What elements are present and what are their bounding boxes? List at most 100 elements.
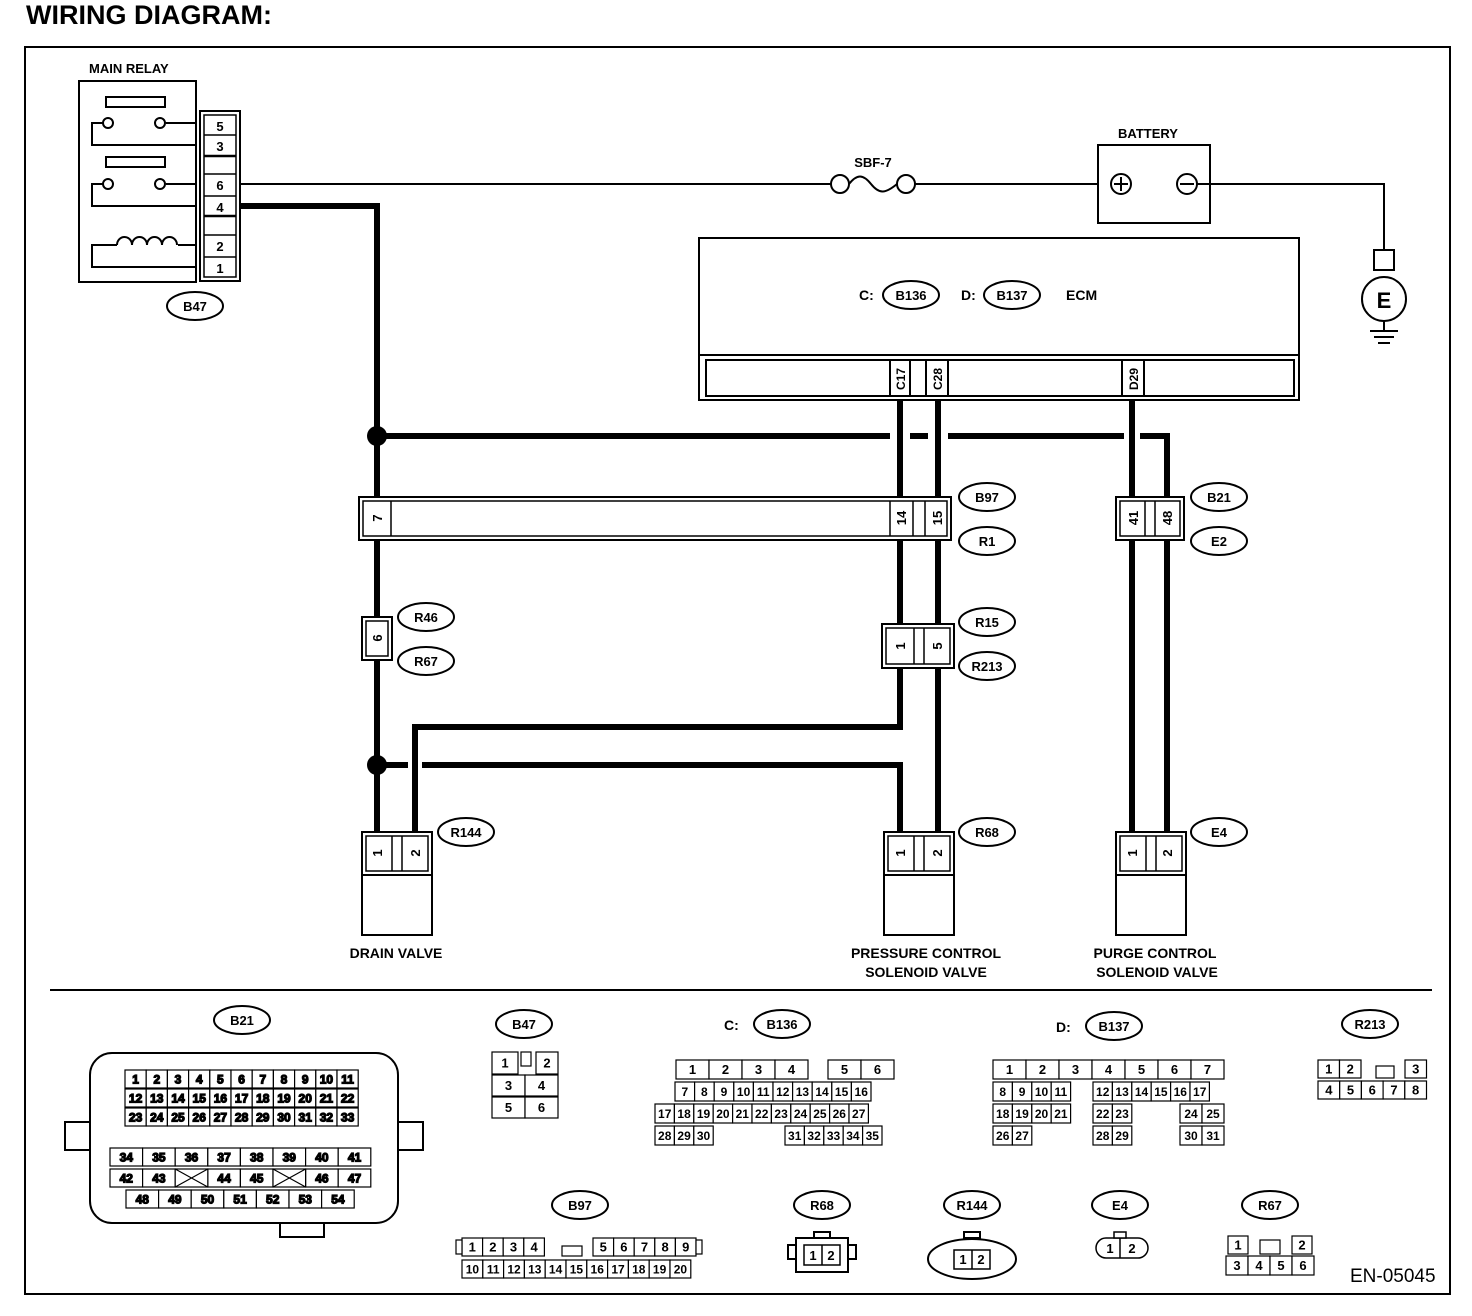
pin-number: 24	[1184, 1107, 1198, 1121]
pin-cell	[1050, 1103, 1072, 1124]
ecm-pin-d29: D29	[1127, 368, 1141, 390]
svg-text:2: 2	[977, 1252, 984, 1267]
pin-number: 4	[1105, 1062, 1113, 1077]
pin-number: 7	[1204, 1062, 1211, 1077]
svg-text:B21: B21	[230, 1013, 254, 1028]
pin-number: 12	[1096, 1085, 1110, 1099]
pin-number: 18	[256, 1091, 270, 1105]
pin-number: 37	[217, 1150, 231, 1164]
pin-number: 39	[283, 1150, 297, 1164]
pin-number: 11	[1055, 1085, 1068, 1099]
pin-6: 6	[370, 634, 385, 641]
svg-text:B21: B21	[1207, 490, 1231, 505]
pin-number: 21	[736, 1107, 750, 1121]
svg-text:E4: E4	[1112, 1198, 1129, 1213]
pin-number: 22	[755, 1107, 769, 1121]
pin-cell	[336, 1069, 359, 1089]
pin-number: 14	[549, 1262, 563, 1276]
svg-text:2: 2	[1128, 1241, 1135, 1256]
pin-number: 2	[1039, 1062, 1046, 1077]
pin-cell	[1111, 1125, 1133, 1146]
pin-number: 20	[674, 1262, 688, 1276]
svg-text:R144: R144	[956, 1198, 988, 1213]
svg-text:D:: D:	[1056, 1019, 1071, 1035]
pin-number: 13	[150, 1091, 164, 1105]
svg-text:R68: R68	[975, 825, 999, 840]
pin-number: 12	[776, 1085, 790, 1099]
svg-text:R46: R46	[414, 610, 438, 625]
pin-number: 30	[697, 1129, 711, 1143]
svg-text:1: 1	[1106, 1241, 1113, 1256]
purge-valve-label-2: SOLENOID VALVE	[1096, 964, 1218, 980]
pin-number: 36	[185, 1150, 199, 1164]
pin-number: 51	[233, 1192, 247, 1206]
pin-number: 15	[193, 1091, 207, 1105]
pin-cell	[774, 1059, 809, 1080]
svg-text:E2: E2	[1211, 534, 1227, 549]
relay-pin-2: 2	[216, 239, 223, 254]
relay-pin-1: 1	[216, 261, 223, 276]
page-title: WIRING DIAGRAM:	[26, 0, 272, 30]
pin-number: 10	[737, 1085, 751, 1099]
ecm-c-prefix: C:	[859, 287, 874, 303]
pin-number: 16	[855, 1085, 869, 1099]
pin-number: 15	[1154, 1085, 1168, 1099]
ecm-label: ECM	[1066, 287, 1097, 303]
pin-number: 30	[277, 1110, 291, 1124]
pin-number: 27	[1015, 1129, 1029, 1143]
pin-number: 14	[171, 1091, 185, 1105]
main-relay: MAIN RELAY 5 3 6 4 2 1	[78, 61, 241, 283]
pin-number: 48	[136, 1192, 150, 1206]
document-code: EN-05045	[1350, 1266, 1436, 1287]
pin-number: 31	[788, 1129, 802, 1143]
pressure-valve-label-1: PRESSURE CONTROL	[851, 945, 1002, 961]
pin-cell	[561, 1245, 583, 1257]
pin-number: 54	[331, 1192, 345, 1206]
pin-number: 2	[1347, 1062, 1354, 1077]
pin-number: 26	[996, 1129, 1010, 1143]
ecm-d-connector: B137	[996, 288, 1027, 303]
pin-number: 29	[677, 1129, 691, 1143]
pin-number: 1	[1006, 1062, 1013, 1077]
pin-number: 3	[175, 1072, 182, 1086]
pin-number: 13	[796, 1085, 810, 1099]
pin-cell	[1201, 1125, 1225, 1146]
pin-number: 25	[813, 1107, 827, 1121]
pin-number: 52	[266, 1192, 280, 1206]
pin-number: 4	[196, 1072, 203, 1086]
pin-number: 10	[320, 1072, 334, 1086]
purge-control-solenoid-valve: 1 2 PURGE CONTROL SOLENOID VALVE	[1094, 831, 1218, 980]
pin-number: 24	[150, 1110, 164, 1124]
pin-number: 15	[570, 1262, 584, 1276]
svg-text:R15: R15	[975, 615, 999, 630]
pin-cell	[535, 1051, 559, 1075]
pin-cell	[1227, 1235, 1249, 1255]
pin-number: 9	[1019, 1085, 1026, 1099]
pin-number: 49	[168, 1192, 182, 1206]
connector-b47-tag: B47	[166, 291, 224, 321]
pin-number: 8	[999, 1085, 1006, 1099]
pin-number: 20	[716, 1107, 730, 1121]
pin-number: 3	[1412, 1062, 1419, 1077]
diagram-frame	[24, 46, 1451, 1295]
svg-text:R213: R213	[971, 659, 1002, 674]
pin-number: 8	[1412, 1083, 1419, 1098]
purge-valve-label-1: PURGE CONTROL	[1094, 945, 1217, 961]
pin-cell	[848, 1103, 869, 1124]
svg-text:R1: R1	[979, 534, 996, 549]
pin-number: 29	[1115, 1129, 1129, 1143]
pin-7: 7	[370, 514, 385, 521]
pin-number: 12	[507, 1262, 521, 1276]
pin-number: 1	[132, 1072, 139, 1086]
pinout-e4: E4 1 2	[1091, 1190, 1149, 1259]
blank-pin-mark	[174, 1168, 209, 1188]
ecm: C: B136 D: B137 ECM C17 C28 D29	[698, 237, 1300, 401]
pin-number: 1	[1234, 1238, 1241, 1253]
pin-cell	[491, 1051, 519, 1075]
pin-number: 33	[341, 1110, 355, 1124]
pin-number: 25	[171, 1110, 185, 1124]
pressure-control-solenoid-valve: 1 2 PRESSURE CONTROL SOLENOID VALVE	[851, 831, 1002, 980]
connector-r15-tag: R15	[958, 607, 1016, 637]
pin-number: 7	[641, 1240, 648, 1255]
